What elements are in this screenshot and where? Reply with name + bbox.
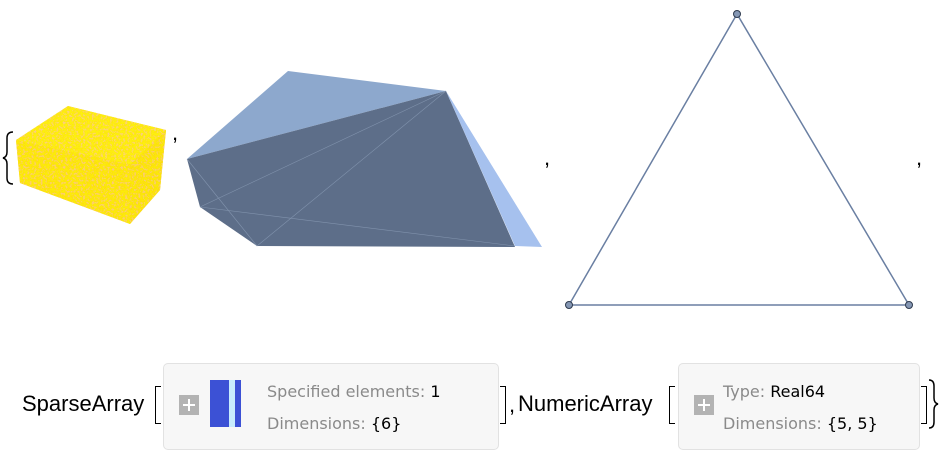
open-bracket xyxy=(155,386,161,424)
textured-box-graphic[interactable] xyxy=(10,100,175,230)
graph-vertex xyxy=(565,301,573,309)
numeric-array-head: NumericArray xyxy=(518,391,653,416)
polyhedron-graphic[interactable] xyxy=(180,60,550,255)
graph-vertex xyxy=(905,301,913,309)
numeric-array-summary-box: Type: Real64 Dimensions: {5, 5} xyxy=(678,363,920,450)
dimensions-row: Dimensions: {6} xyxy=(267,414,402,433)
graph-vertex xyxy=(733,10,741,18)
specified-elements-row: Specified elements: 1 xyxy=(267,382,441,401)
dimensions-row: Dimensions: {5, 5} xyxy=(723,414,878,433)
close-bracket xyxy=(921,386,927,424)
type-row: Type: Real64 xyxy=(723,382,826,401)
sparse-array-summary-box: Specified elements: 1 Dimensions: {6} xyxy=(163,363,499,450)
expand-plus-icon[interactable] xyxy=(694,395,714,415)
separator: , xyxy=(916,145,923,170)
close-brace xyxy=(928,379,939,429)
open-bracket xyxy=(669,386,675,424)
close-bracket xyxy=(500,386,506,424)
sparse-array-head: SparseArray xyxy=(22,391,145,416)
separator: , xyxy=(544,145,551,170)
separator: , xyxy=(509,392,516,417)
triangle-graph[interactable] xyxy=(560,5,920,315)
separator: , xyxy=(172,120,179,145)
open-brace xyxy=(2,131,14,185)
sparse-array-pattern-icon xyxy=(210,380,241,427)
expand-plus-icon[interactable] xyxy=(179,395,199,415)
